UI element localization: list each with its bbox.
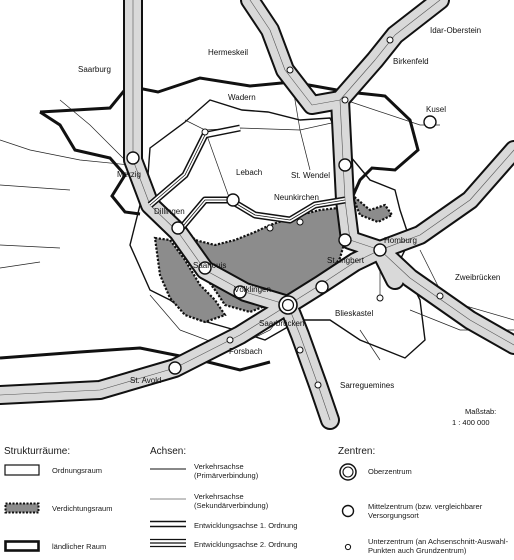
legend-ea1-label: Entwicklungsachse 1. Ordnung bbox=[194, 521, 298, 530]
legend-swatch-mittelzentrum bbox=[341, 504, 355, 518]
label-hermeskeil: Hermeskeil bbox=[208, 48, 248, 57]
label-lebach: Lebach bbox=[236, 168, 262, 177]
label-kusel: Kusel bbox=[426, 105, 446, 114]
legend-laendlicher-raum-label: ländlicher Raum bbox=[52, 542, 107, 551]
legend-unterzentrum-label: Unterzentrum (an Achsenschnitt-Auswahl-P… bbox=[368, 537, 509, 555]
legend-swatch-verdichtungsraum bbox=[4, 502, 40, 514]
legend-swatch-ea1 bbox=[150, 520, 186, 528]
place-labels: Saarburg Hermeskeil Idar-Oberstein Birke… bbox=[78, 26, 500, 427]
scale-value: 1 : 400 000 bbox=[452, 418, 490, 427]
legend-primaer-label: Verkehrsachse (Primärverbindung) bbox=[194, 462, 259, 480]
legend-swatch-unterzentrum bbox=[344, 543, 352, 551]
ordnungsraum-boundary bbox=[129, 99, 426, 359]
label-blieskastel: Blieskastel bbox=[335, 309, 373, 318]
legend-oberzentrum-label: Oberzentrum bbox=[368, 467, 412, 476]
legend-mittelzentrum-label: Mittelzentrum (bzw. vergleichbarer Verso… bbox=[368, 502, 483, 520]
label-sarreguemines: Sarreguemines bbox=[340, 381, 394, 390]
oberzentrum-saarbruecken bbox=[278, 295, 298, 315]
label-forsbach: Forsbach bbox=[229, 347, 262, 356]
legend-achsen-title: Achsen: bbox=[150, 446, 187, 457]
unterzentren bbox=[201, 36, 444, 389]
legend-swatch-sekundaer bbox=[150, 498, 186, 500]
label-saarbruecken: Saarbrücken bbox=[259, 319, 304, 328]
label-st-avold: St. Avold bbox=[130, 376, 161, 385]
label-dillingen: Dillingen bbox=[154, 207, 185, 216]
label-neunkirchen: Neunkirchen bbox=[274, 193, 319, 202]
laendlicher-raum-boundary-south bbox=[0, 346, 271, 372]
label-saarlouis: Saarlouis bbox=[193, 261, 226, 270]
label-st-ingbert: St. Ingbert bbox=[327, 256, 365, 265]
legend-ea2-label: Entwicklungsachse 2. Ordnung bbox=[194, 540, 298, 549]
laendlicher-raum-boundary-west bbox=[39, 110, 141, 216]
regional-structure-map: Saarburg Hermeskeil Idar-Oberstein Birke… bbox=[0, 0, 514, 430]
legend-struktur-title: Strukturräume: bbox=[4, 446, 71, 457]
mittelzentren bbox=[126, 115, 437, 375]
label-voelklingen: Völklingen bbox=[234, 285, 271, 294]
legend-swatch-oberzentrum bbox=[339, 463, 357, 481]
legend-swatch-ordnungsraum bbox=[4, 464, 40, 476]
legend-ordnungsraum-label: Ordnungsraum bbox=[52, 466, 103, 475]
label-merzig: Merzig bbox=[117, 170, 141, 179]
legend-swatch-ea2 bbox=[150, 538, 186, 548]
legend-swatch-laendlicher-raum bbox=[4, 540, 40, 552]
label-idar-oberstein: Idar-Oberstein bbox=[430, 26, 481, 35]
label-wadern: Wadern bbox=[228, 93, 256, 102]
legend-swatch-primaer bbox=[150, 468, 186, 470]
label-birkenfeld: Birkenfeld bbox=[393, 57, 429, 66]
legend-verdichtungsraum-label: Verdichtungsraum bbox=[52, 504, 113, 513]
legend-sekundaer-label: Verkehrsachse (Sekundärverbindung) bbox=[194, 492, 269, 510]
development-axes-first-order bbox=[0, 0, 514, 430]
label-saarburg: Saarburg bbox=[78, 65, 111, 74]
map-legend: Strukturräume: Ordnungsraum Verdichtungs… bbox=[0, 440, 514, 560]
label-zweibruecken: Zweibrücken bbox=[455, 273, 500, 282]
development-axes-second-order bbox=[147, 124, 346, 235]
label-homburg: Homburg bbox=[384, 236, 417, 245]
legend-zentren-title: Zentren: bbox=[338, 446, 376, 457]
scale-label: Maßstab: bbox=[465, 407, 496, 416]
label-st-wendel: St. Wendel bbox=[291, 171, 330, 180]
